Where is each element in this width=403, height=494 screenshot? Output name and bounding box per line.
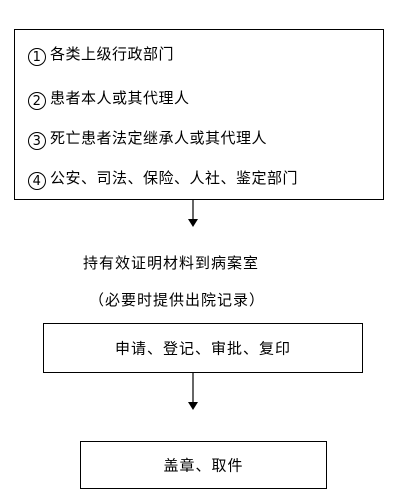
requester-label-1: 各类上级行政部门 <box>50 45 175 63</box>
process-step-label-2: 盖章、取件 <box>163 456 244 475</box>
circled-number-4: 4 <box>28 172 46 190</box>
process-step-label-1: 申请、登记、审批、复印 <box>114 339 291 358</box>
requester-label-4: 公安、司法、保险、人社、鉴定部门 <box>50 169 299 187</box>
flow-arrow-1 <box>188 200 198 227</box>
circled-number-3: 3 <box>28 132 46 150</box>
requirement-subnote: （必要时提供出院记录） <box>89 291 266 309</box>
circled-number-2: 2 <box>28 92 46 110</box>
circled-number-1: 1 <box>28 48 46 66</box>
requirement-note: 持有效证明材料到病案室 <box>83 254 260 272</box>
requester-label-2: 患者本人或其代理人 <box>50 89 190 107</box>
requester-label-3: 死亡患者法定继承人或其代理人 <box>50 129 268 147</box>
process-step-box-2: 盖章、取件 <box>80 441 327 489</box>
requester-categories-box <box>14 29 384 200</box>
process-step-box-1: 申请、登记、审批、复印 <box>43 323 363 373</box>
flow-arrow-2 <box>188 373 198 410</box>
